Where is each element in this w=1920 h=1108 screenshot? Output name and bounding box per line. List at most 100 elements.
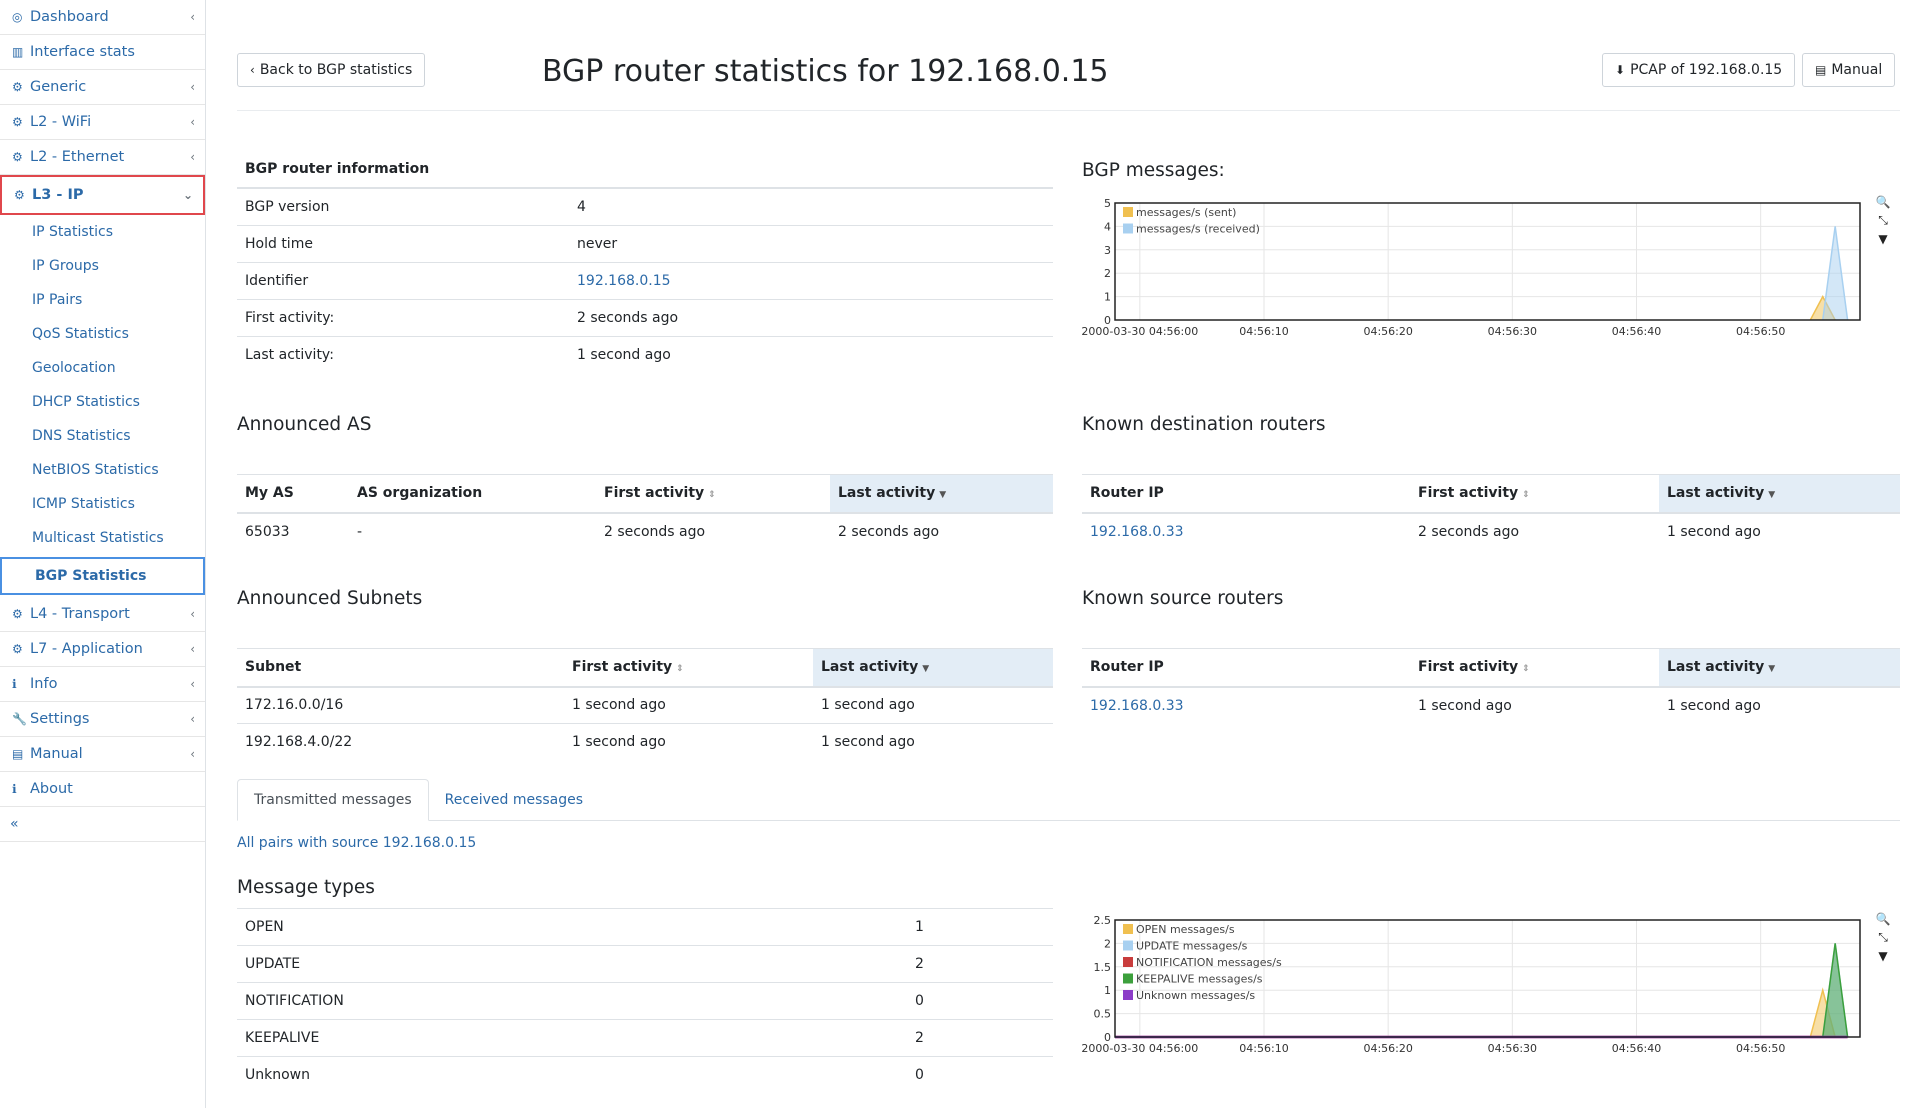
x-tick-label: 04:56:10 (1239, 1042, 1288, 1055)
column-header[interactable]: First activity⇕ (1410, 648, 1659, 688)
column-header[interactable]: Last activity▼ (813, 648, 1053, 688)
sidebar-item-l2-ethernet[interactable]: ⚙L2 - Ethernet‹ (0, 140, 205, 175)
sidebar-subitem-multicast-statistics[interactable]: Multicast Statistics (32, 530, 164, 546)
chevron-icon: ‹ (190, 115, 195, 129)
reset-zoom-icon[interactable]: ⤡ (1878, 213, 1888, 227)
info-value: never (569, 224, 1053, 262)
sidebar-subitem-qos-statistics[interactable]: QoS Statistics (32, 326, 129, 342)
sidebar-item-manual[interactable]: ▤Manual‹ (0, 737, 205, 772)
router-ip-link[interactable]: 192.168.0.33 (1090, 523, 1184, 540)
column-header[interactable]: First activity⇕ (1410, 474, 1659, 514)
column-header[interactable]: Last activity▼ (830, 474, 1053, 514)
message-type-count: 0 (907, 982, 1053, 1020)
column-header-label: First activity (572, 659, 673, 676)
table-cell: - (349, 512, 596, 550)
message-tabs: Transmitted messages Received messages (237, 779, 599, 821)
chevron-left-icon: ‹ (250, 63, 255, 77)
column-header[interactable]: Last activity▼ (1659, 474, 1900, 514)
sidebar-subitem-bgp-statistics[interactable]: BGP Statistics (0, 557, 205, 595)
y-tick-label: 0 (1104, 1031, 1111, 1044)
sidebar-subitem-ip-pairs[interactable]: IP Pairs (32, 292, 83, 308)
sidebar-subitem-netbios-statistics[interactable]: NetBIOS Statistics (32, 462, 159, 478)
sidebar-subitem-dhcp-statistics[interactable]: DHCP Statistics (32, 394, 140, 410)
reset-zoom-icon[interactable]: ⤡ (1878, 930, 1888, 944)
back-button[interactable]: ‹ Back to BGP statistics (237, 53, 426, 87)
series-area (1822, 943, 1848, 1037)
zoom-icon[interactable]: 🔍 (1875, 912, 1891, 926)
all-pairs-link[interactable]: All pairs with source 192.168.0.15 (237, 835, 477, 851)
table-cell: 1 second ago (1410, 686, 1659, 724)
main-content: ‹ Back to BGP statistics BGP router stat… (237, 0, 1900, 1108)
column-header-label: Last activity (1667, 659, 1765, 676)
table-cell: 65033 (237, 512, 349, 550)
legend-label: NOTIFICATION messages/s (1136, 956, 1282, 969)
x-tick-label: 04:56:10 (1239, 325, 1288, 338)
sidebar-subitem-ip-statistics[interactable]: IP Statistics (32, 224, 114, 240)
pcap-download-button[interactable]: ⬇ PCAP of 192.168.0.15 (1602, 53, 1796, 87)
y-tick-label: 2 (1104, 937, 1111, 950)
tab-transmitted[interactable]: Transmitted messages (237, 779, 429, 821)
column-header[interactable]: Last activity▼ (1659, 648, 1900, 688)
caret-down-icon[interactable]: ▼ (1878, 949, 1888, 963)
tab-received[interactable]: Received messages (444, 792, 584, 808)
table-cell: 1 second ago (564, 723, 813, 761)
sidebar-subitem-geolocation[interactable]: Geolocation (32, 360, 116, 376)
message-type-name: UPDATE (237, 945, 907, 983)
x-tick-label: 04:56:50 (1736, 1042, 1785, 1055)
chevron-icon: ‹ (190, 677, 195, 691)
sidebar-item-generic[interactable]: ⚙Generic‹ (0, 70, 205, 105)
x-tick-label: 04:56:40 (1612, 1042, 1661, 1055)
sidebar-item-l2-wifi[interactable]: ⚙L2 - WiFi‹ (0, 105, 205, 140)
x-tick-label: 2000-03-30 04:56:00 (1081, 325, 1198, 338)
info-value: 2 seconds ago (569, 298, 1053, 336)
sidebar-subitem-dns-statistics[interactable]: DNS Statistics (32, 428, 131, 444)
router-ip-link[interactable]: 192.168.0.33 (1090, 697, 1184, 714)
sidebar-subitem-ip-groups[interactable]: IP Groups (32, 258, 99, 274)
legend-label: messages/s (received) (1136, 223, 1260, 236)
sidebar-item-l4-transport[interactable]: ⚙L4 - Transport‹ (0, 597, 205, 632)
column-header[interactable]: First activity⇕ (596, 474, 830, 514)
sidebar-item-label: Settings (30, 711, 90, 727)
announced-subnets-title: Announced Subnets (237, 588, 423, 609)
download-icon: ⬇ (1615, 63, 1626, 77)
sidebar-item-interface-stats[interactable]: ▥Interface stats (0, 35, 205, 70)
column-header[interactable]: First activity⇕ (564, 648, 813, 688)
sidebar-collapse-button[interactable]: « (0, 807, 205, 842)
y-tick-label: 3 (1104, 244, 1111, 257)
y-tick-label: 1 (1104, 291, 1111, 304)
y-tick-label: 0 (1104, 314, 1111, 327)
column-header-label: Last activity (1667, 485, 1765, 502)
zoom-icon[interactable]: 🔍 (1875, 195, 1891, 209)
sidebar-item-l3-ip[interactable]: ⚙L3 - IP⌄ (0, 175, 205, 215)
column-header-label: Router IP (1090, 659, 1164, 676)
sidebar-subitem-icmp-statistics[interactable]: ICMP Statistics (32, 496, 135, 512)
column-header-label: First activity (1418, 659, 1519, 676)
sidebar-item-dashboard[interactable]: ◎Dashboard‹ (0, 0, 205, 35)
plot-frame (1114, 919, 1861, 1038)
identifier-link[interactable]: 192.168.0.15 (577, 272, 671, 289)
sidebar-item-l7-application[interactable]: ⚙L7 - Application‹ (0, 632, 205, 667)
info-key: Hold time (237, 224, 569, 262)
info-key: Last activity: (237, 335, 569, 373)
legend-swatch (1123, 223, 1133, 234)
message-type-count: 0 (907, 1056, 1053, 1094)
caret-down-icon[interactable]: ▼ (1878, 232, 1888, 246)
sidebar: ◎Dashboard‹▥Interface stats⚙Generic‹⚙L2 … (0, 0, 206, 1108)
sidebar-item-settings[interactable]: 🔧Settings‹ (0, 702, 205, 737)
sort-desc-icon: ▼ (939, 490, 947, 501)
x-tick-label: 04:56:20 (1363, 1042, 1412, 1055)
manual-button[interactable]: ▤ Manual (1802, 53, 1896, 87)
table-cell: 1 second ago (1659, 686, 1900, 724)
sidebar-item-label: L3 - IP (32, 187, 84, 203)
